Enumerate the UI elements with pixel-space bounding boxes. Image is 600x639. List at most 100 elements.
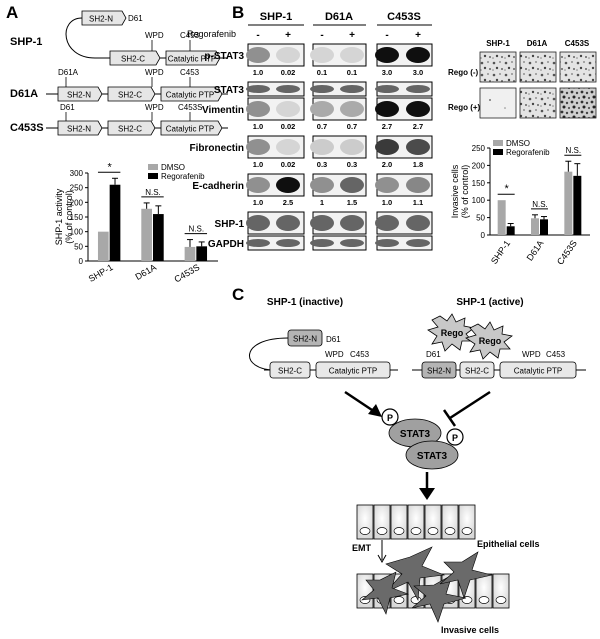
svg-text:WPD: WPD [145, 103, 164, 112]
legend-label: Regorafenib [506, 148, 550, 157]
blot-band [406, 239, 430, 247]
blot-band [246, 139, 270, 155]
blot-label: p-STAT3 [204, 51, 244, 62]
legend-swatch [493, 140, 503, 146]
construct-label-shp1: SHP-1 [10, 36, 42, 48]
y-tick-label: 100 [70, 228, 84, 237]
svg-text:C453: C453 [350, 350, 370, 359]
rego-plus-label: Rego (+) [448, 103, 481, 112]
micrograph [559, 51, 597, 83]
blot-band [310, 215, 334, 231]
bar [196, 246, 208, 261]
y-tick-label: 150 [472, 179, 486, 188]
band-quant: 2.0 [382, 160, 392, 169]
blot-label: Vimentin [202, 105, 244, 116]
band-quant: 0.3 [347, 160, 357, 169]
svg-text:SH2-N: SH2-N [67, 91, 91, 100]
bar [564, 171, 573, 235]
treatment-sign: - [320, 30, 323, 41]
mesenchymal-cell [439, 551, 493, 599]
epithelial-cells [356, 504, 476, 540]
band-quant: 1 [320, 198, 324, 207]
site-d61: D61 [128, 14, 143, 23]
mechanism-diagram: SHP-1 (inactive) SHP-1 (active) SH2-N D6… [249, 297, 586, 635]
panel-letter-c: C [232, 285, 244, 304]
rego-minus-label: Rego (-) [448, 68, 479, 77]
micrograph [479, 51, 517, 83]
regorafenib-label: Regorafenib [187, 29, 236, 39]
blot-band [276, 215, 300, 231]
blot-label: SHP-1 [215, 219, 245, 230]
legend-label: DMSO [161, 163, 185, 172]
treatment-sign: - [256, 30, 259, 41]
significance-label: N.S. [566, 146, 582, 155]
significance-label: N.S. [532, 200, 548, 209]
y-axis-label: SHP-1 activity(% of control) [54, 188, 74, 245]
svg-text:D61: D61 [326, 335, 341, 344]
band-quant: 0.02 [281, 68, 296, 77]
svg-text:SH2-C: SH2-C [121, 55, 145, 64]
bar [531, 218, 539, 235]
blot-band [310, 47, 334, 63]
blot-band [310, 85, 334, 93]
site-wpd: WPD [145, 31, 164, 40]
legend-label: DMSO [506, 139, 530, 148]
panel-letter-b: B [232, 3, 244, 22]
blot-band [406, 47, 430, 63]
invasive-label: Invasive cells [441, 625, 499, 635]
blot-band [406, 139, 430, 155]
micrograph [519, 87, 557, 119]
svg-text:SH2-C: SH2-C [118, 91, 142, 100]
blot-band [375, 239, 399, 247]
band-quant: 0.02 [281, 160, 296, 169]
y-tick-label: 300 [70, 169, 84, 178]
micrograph [519, 51, 557, 83]
sh2n-domain [287, 329, 323, 347]
x-tick-label: C453S [172, 262, 201, 284]
y-tick-label: 250 [70, 184, 84, 193]
x-tick-label: D61A [134, 262, 158, 282]
phospho-circle [446, 428, 464, 446]
blot-band [375, 47, 399, 63]
construct-diagrams: SHP-1 SH2-N D61 SH2-C Catalytic PTP WPD … [10, 10, 228, 136]
phospho-circle [381, 408, 399, 426]
blot-band [246, 215, 270, 231]
bar [97, 231, 109, 261]
svg-text:P: P [387, 413, 393, 423]
blot-band [276, 177, 300, 193]
blot-band [246, 47, 270, 63]
svg-text:D61A: D61A [527, 39, 548, 48]
legend-swatch [148, 173, 158, 179]
svg-text:SHP-1: SHP-1 [486, 39, 510, 48]
blot-band [246, 101, 270, 117]
band-quant: 1.1 [413, 198, 423, 207]
mesenchymal-cell [361, 571, 410, 615]
blot-band [340, 177, 364, 193]
micrograph [559, 87, 597, 119]
svg-text:SH2-N: SH2-N [293, 335, 317, 344]
site-d61a: D61A [58, 68, 79, 77]
blot-band [375, 101, 399, 117]
blot-band [340, 215, 364, 231]
svg-text:WPD: WPD [145, 68, 164, 77]
band-quant: 1.5 [347, 198, 357, 207]
svg-text:D61: D61 [60, 103, 75, 112]
blot-band [340, 85, 364, 93]
emt-label: EMT [352, 543, 372, 553]
svg-text:C453S: C453S [565, 39, 590, 48]
bar [109, 184, 121, 261]
x-tick-label: D61A [525, 238, 546, 262]
group-label-d61a: D61A [325, 11, 353, 23]
svg-text:P: P [452, 433, 458, 443]
svg-text:Catalytic PTP: Catalytic PTP [168, 55, 216, 64]
blot-band [375, 139, 399, 155]
bar [153, 214, 164, 261]
band-quant: 3.0 [382, 68, 392, 77]
blot-band [310, 239, 334, 247]
blot-band [340, 101, 364, 117]
blot-band [310, 177, 334, 193]
blot-band [276, 101, 300, 117]
blot-band [375, 215, 399, 231]
blot-band [340, 139, 364, 155]
